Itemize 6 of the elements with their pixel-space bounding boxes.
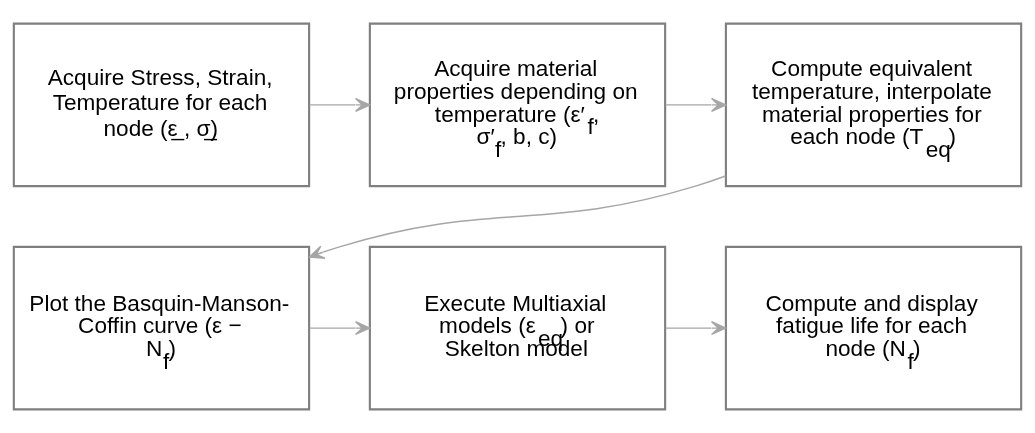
node-box: Acquire Stress, Strain, Temperature for each node (ε̲ , σ̲) xyxy=(12,22,311,188)
arrow xyxy=(664,321,727,336)
arrow xyxy=(308,321,371,336)
arrow xyxy=(308,175,727,259)
arrow xyxy=(308,97,371,112)
arrow xyxy=(664,97,727,112)
